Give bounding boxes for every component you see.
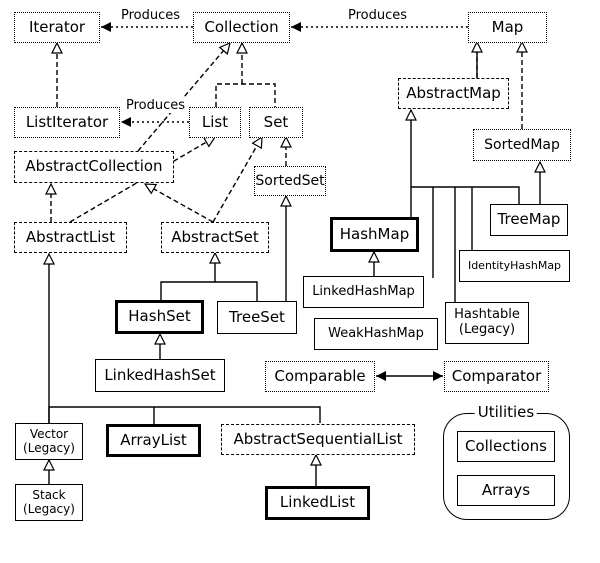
hashtable-legacy-note: (Legacy) [458, 322, 516, 337]
node-comparable: Comparable [265, 361, 375, 392]
stack-legacy-note: (Legacy) [23, 501, 75, 516]
node-sorted-set: SortedSet [254, 166, 326, 196]
produces-label-map: Produces [347, 8, 409, 23]
node-array-list: ArrayList [106, 424, 201, 457]
node-tree-map: TreeMap [490, 204, 568, 236]
node-abstract-set: AbstractSet [161, 222, 269, 253]
node-linked-hash-map: LinkedHashMap [303, 276, 424, 308]
node-abstract-list: AbstractList [14, 222, 127, 253]
node-tree-set: TreeSet [217, 301, 297, 334]
node-linked-list: LinkedList [265, 486, 370, 520]
node-abstract-collection: AbstractCollection [14, 151, 174, 183]
node-arrays: Arrays [457, 475, 555, 506]
utilities-title: Utilities [474, 403, 538, 421]
vector-name: Vector [29, 426, 69, 441]
node-identity-hash-map: IdentityHashMap [459, 250, 570, 282]
node-map: Map [468, 12, 547, 43]
node-vector: Vector (Legacy) [15, 423, 83, 460]
hashtable-name: Hashtable [454, 307, 520, 323]
produces-label-list-iterator: Produces [125, 98, 187, 113]
node-comparator: Comparator [444, 361, 549, 392]
node-collections: Collections [457, 431, 555, 462]
node-sorted-map: SortedMap [473, 129, 571, 161]
node-linked-hash-set: LinkedHashSet [95, 359, 225, 392]
produces-label-iterator: Produces [120, 8, 182, 23]
node-hash-map: HashMap [330, 217, 419, 252]
node-abstract-sequential-list: AbstractSequentialList [221, 424, 415, 455]
node-hash-set: HashSet [115, 300, 204, 334]
node-collection: Collection [193, 12, 290, 43]
node-list: List [189, 107, 241, 138]
vector-legacy-note: (Legacy) [23, 440, 75, 455]
node-stack: Stack (Legacy) [15, 484, 83, 521]
node-weak-hash-map: WeakHashMap [314, 318, 438, 350]
node-iterator: Iterator [14, 12, 100, 43]
stack-name: Stack [32, 487, 66, 502]
node-hashtable: Hashtable (Legacy) [445, 302, 529, 344]
node-set: Set [249, 107, 303, 138]
node-list-iterator: ListIterator [14, 107, 120, 138]
node-abstract-map: AbstractMap [398, 78, 509, 109]
